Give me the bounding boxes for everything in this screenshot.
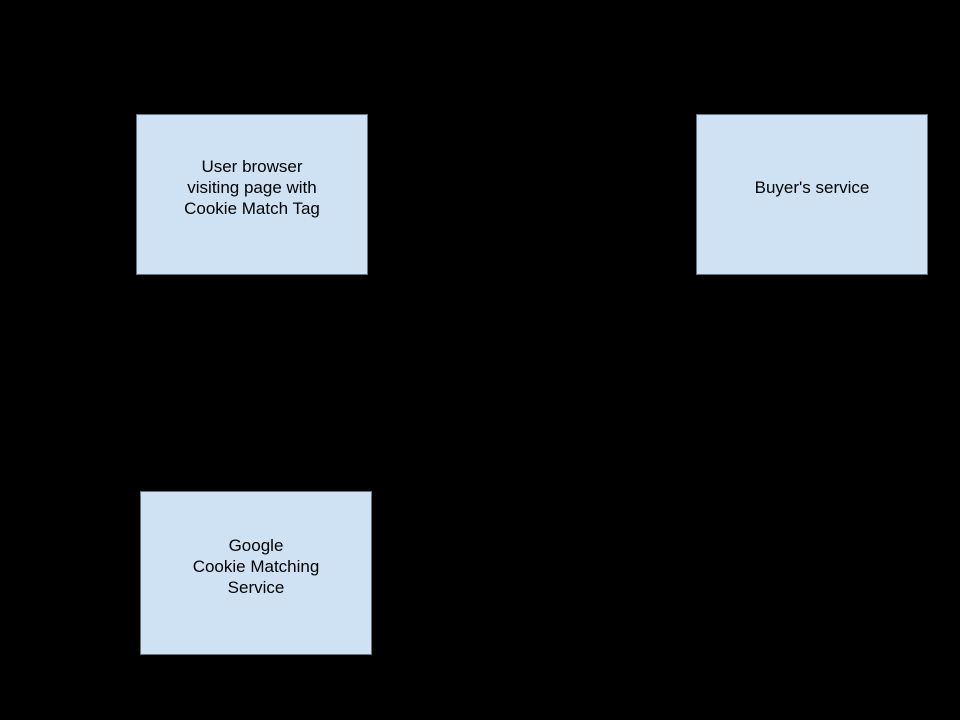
node-buyers-service-label: Buyer's service	[754, 178, 870, 197]
node-user-browser-label-line-2: visiting page with	[187, 178, 317, 197]
node-google-cms-label-line-1: Google	[228, 535, 284, 555]
node-google-cms-label-line-2: Cookie Matching	[192, 556, 320, 576]
node-user-browser: User browser visiting page with Cookie M…	[136, 114, 368, 275]
node-buyers-service: Buyer's service	[696, 114, 928, 275]
node-user-browser-label-line-3: Cookie Match Tag	[184, 199, 320, 218]
node-user-browser-label-line-1: User browser	[201, 157, 303, 176]
node-google-cookie-matching-service: Google Cookie Matching Service	[140, 491, 372, 655]
node-google-cms-label-line-3: Service	[227, 577, 285, 597]
